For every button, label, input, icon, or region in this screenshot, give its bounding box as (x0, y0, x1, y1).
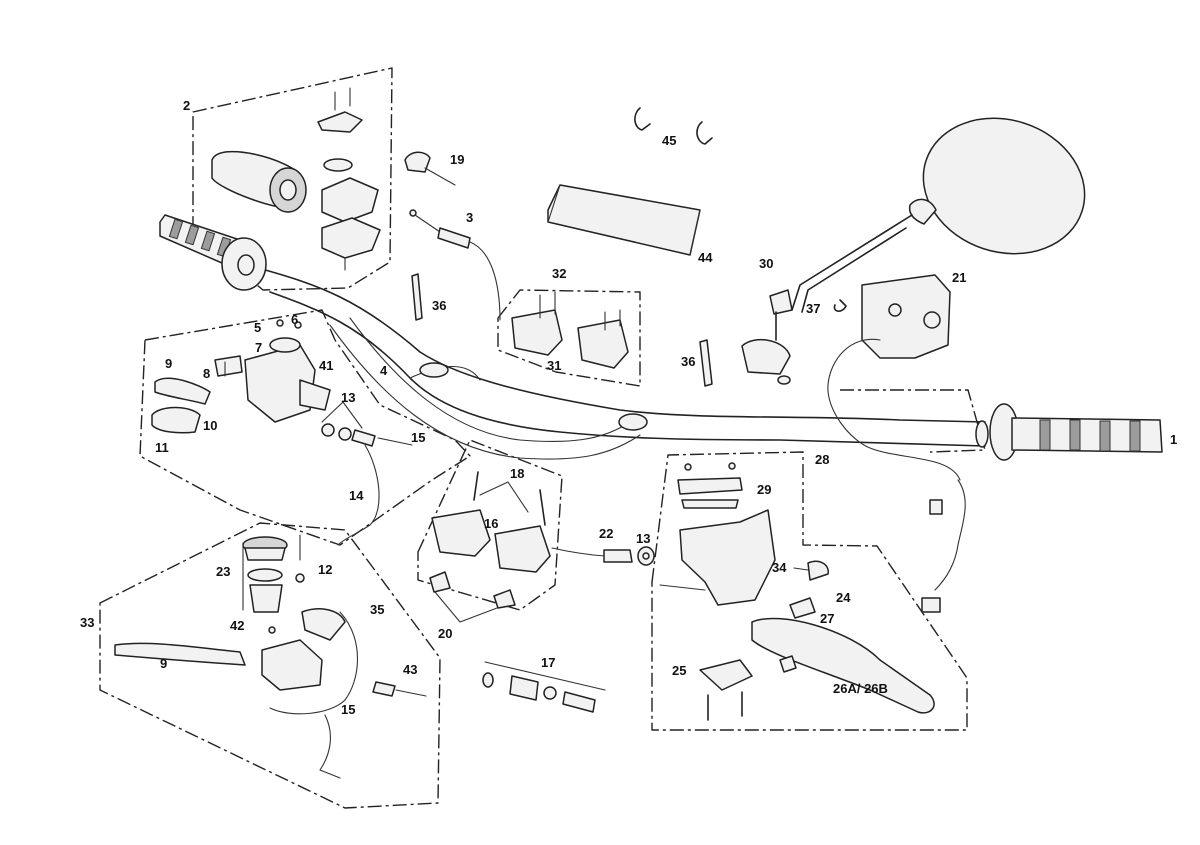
group-outline-clutch-lever (651, 451, 968, 731)
upper-clamps (511, 291, 629, 369)
left-grip (159, 214, 267, 291)
label-31: 31 (547, 358, 561, 373)
label-4: 4 (380, 363, 388, 378)
label-10: 10 (203, 418, 217, 433)
label-21: 21 (952, 270, 966, 285)
banjo-bolt (372, 681, 427, 697)
throttle-assembly (211, 87, 381, 271)
pivot-set (482, 661, 606, 713)
group-outline-clutch-master (139, 309, 471, 546)
label-27: 27 (820, 611, 834, 626)
cable-clips (634, 107, 713, 145)
group-outline-lower-clamps (417, 439, 563, 611)
label-28: 28 (815, 452, 829, 467)
clutch-master-cylinder (151, 319, 331, 434)
group-outline-throttle (192, 67, 393, 291)
label-25: 25 (672, 663, 686, 678)
label-7: 7 (255, 340, 262, 355)
label-35: 35 (370, 602, 384, 617)
label-24: 24 (836, 590, 851, 605)
label-37: 37 (806, 301, 820, 316)
label-36-right: 36 (681, 354, 695, 369)
label-22: 22 (599, 526, 613, 541)
lower-clamps (429, 471, 551, 623)
label-11: 11 (155, 440, 169, 455)
label-12: 12 (318, 562, 332, 577)
group-outline-switch-pod (840, 389, 986, 453)
front-brake-master (114, 534, 358, 779)
label-20: 20 (438, 626, 452, 641)
label-33: 33 (80, 615, 94, 630)
switch-pod (827, 274, 966, 613)
clutch-lever-assembly (659, 462, 935, 721)
mirror (741, 117, 1086, 385)
label-36-left: 36 (432, 298, 446, 313)
clutch-hose (321, 401, 413, 546)
label-45: 45 (662, 133, 676, 148)
label-41: 41 (319, 358, 333, 373)
label-44: 44 (698, 250, 713, 265)
label-16: 16 (484, 516, 498, 531)
label-5: 5 (254, 320, 261, 335)
part-labels: 1 2 3 4 5 6 7 8 9 9 10 11 12 13 13 14 15… (80, 98, 1177, 717)
right-grip (989, 403, 1163, 461)
group-outline-upper-clamps (497, 289, 641, 387)
label-23: 23 (216, 564, 230, 579)
label-8: 8 (203, 366, 210, 381)
label-30: 30 (759, 256, 773, 271)
cable-tie-right (699, 339, 713, 387)
throttle-cable (404, 151, 501, 321)
handlebar-pad (547, 184, 701, 256)
label-15-lower: 15 (341, 702, 355, 717)
label-13-right: 13 (636, 531, 650, 546)
label-42: 42 (230, 618, 244, 633)
label-2: 2 (183, 98, 190, 113)
label-6: 6 (291, 312, 298, 327)
label-43: 43 (403, 662, 417, 677)
label-32: 32 (552, 266, 566, 281)
handlebar (257, 267, 989, 460)
label-19: 19 (450, 152, 464, 167)
cable-adjuster (551, 546, 655, 566)
label-17: 17 (541, 655, 555, 670)
group-outline-front-master (99, 522, 441, 809)
label-3: 3 (466, 210, 473, 225)
label-29: 29 (757, 482, 771, 497)
cable-tie-left (411, 273, 423, 321)
label-13-left: 13 (341, 390, 355, 405)
label-9-lower: 9 (160, 656, 167, 671)
label-18: 18 (510, 466, 524, 481)
label-26: 26A/ 26B (833, 681, 888, 696)
label-15-upper: 15 (411, 430, 425, 445)
label-34: 34 (772, 560, 787, 575)
label-14: 14 (349, 488, 364, 503)
label-9-upper: 9 (165, 356, 172, 371)
label-1: 1 (1170, 432, 1177, 447)
